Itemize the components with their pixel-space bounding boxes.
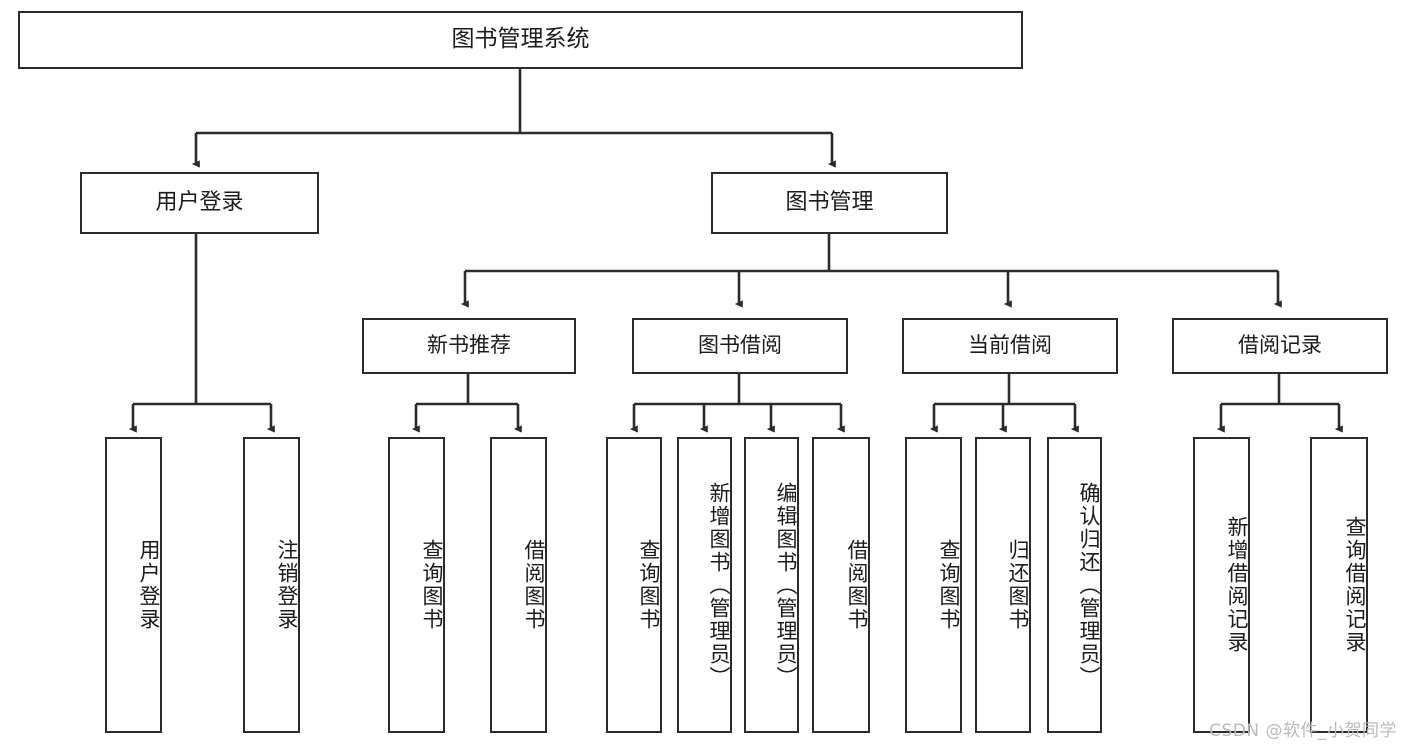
node-book-management-label: 图书管理: [785, 189, 874, 215]
leaf-borrow-book[interactable]: 借阅图书: [812, 437, 870, 733]
leaf-return-book-label: 归还图书: [1006, 539, 1030, 631]
leaf-edit-book-admin-label: 编辑图书（管理员）: [774, 481, 798, 689]
leaf-logout[interactable]: 注销登录: [243, 437, 300, 733]
leaf-query-book-recommend[interactable]: 查询图书: [388, 437, 445, 733]
leaf-add-borrow-record[interactable]: 新增借阅记录: [1193, 437, 1250, 733]
node-user-login[interactable]: 用户登录: [80, 172, 319, 234]
leaf-query-book-recommend-label: 查询图书: [420, 539, 444, 631]
leaf-query-book-current[interactable]: 查询图书: [905, 437, 962, 733]
leaf-logout-label: 注销登录: [275, 539, 299, 631]
leaf-return-book[interactable]: 归还图书: [975, 437, 1031, 733]
node-root-label: 图书管理系统: [451, 26, 590, 53]
leaf-confirm-return-admin[interactable]: 确认归还（管理员）: [1047, 437, 1102, 733]
node-borrow-record-label: 借阅记录: [1238, 333, 1322, 358]
node-root[interactable]: 图书管理系统: [18, 11, 1023, 69]
node-new-book-recommend[interactable]: 新书推荐: [362, 318, 576, 374]
node-current-borrow[interactable]: 当前借阅: [902, 318, 1118, 374]
node-current-borrow-label: 当前借阅: [968, 333, 1052, 358]
leaf-confirm-return-admin-label: 确认归还（管理员）: [1077, 481, 1101, 689]
node-borrow-record[interactable]: 借阅记录: [1172, 318, 1388, 374]
node-new-book-recommend-label: 新书推荐: [427, 333, 511, 358]
leaf-add-book-admin[interactable]: 新增图书（管理员）: [677, 437, 732, 733]
leaf-borrow-book-label: 借阅图书: [845, 539, 869, 631]
leaf-user-login-label: 用户登录: [137, 539, 161, 631]
leaf-edit-book-admin[interactable]: 编辑图书（管理员）: [744, 437, 799, 733]
leaf-borrow-book-recommend-label: 借阅图书: [522, 539, 546, 631]
leaf-borrow-book-recommend[interactable]: 借阅图书: [490, 437, 547, 733]
node-book-borrow[interactable]: 图书借阅: [632, 318, 848, 374]
node-book-borrow-label: 图书借阅: [698, 333, 782, 358]
leaf-user-login[interactable]: 用户登录: [105, 437, 162, 733]
csdn-watermark: CSDN @软件_小贺同学: [1209, 721, 1397, 741]
node-book-management[interactable]: 图书管理: [711, 172, 948, 234]
leaf-query-borrow-record-label: 查询借阅记录: [1343, 516, 1367, 654]
leaf-query-borrow-record[interactable]: 查询借阅记录: [1310, 437, 1368, 733]
leaf-add-book-admin-label: 新增图书（管理员）: [707, 481, 731, 689]
leaf-query-book-current-label: 查询图书: [937, 539, 961, 631]
leaf-query-book-borrow-label: 查询图书: [637, 539, 661, 631]
node-user-login-label: 用户登录: [155, 189, 244, 215]
leaf-query-book-borrow[interactable]: 查询图书: [606, 437, 662, 733]
leaf-add-borrow-record-label: 新增借阅记录: [1225, 516, 1249, 654]
